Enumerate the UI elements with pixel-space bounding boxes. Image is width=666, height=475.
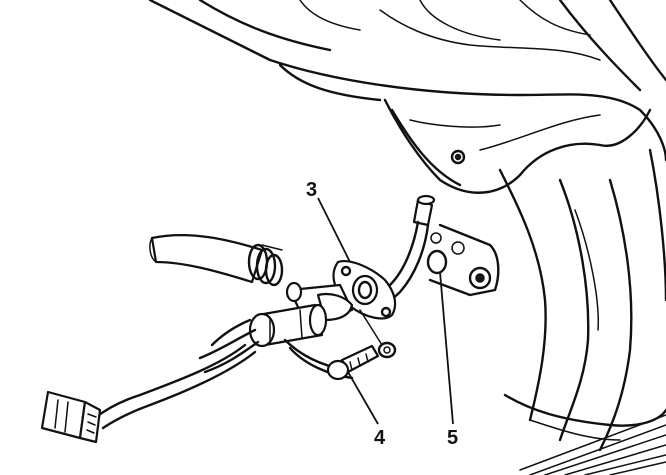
- leader-lines: [317, 197, 454, 425]
- callout-5: 5: [447, 427, 458, 449]
- solenoid-valve: [198, 281, 354, 374]
- body-frame: [148, 0, 666, 475]
- bolt-and-washer: [326, 309, 397, 381]
- callout-4: 4: [374, 427, 386, 449]
- hose-with-clamp: [149, 234, 284, 287]
- wire-harness: [40, 338, 354, 444]
- callout-3: 3: [306, 179, 317, 201]
